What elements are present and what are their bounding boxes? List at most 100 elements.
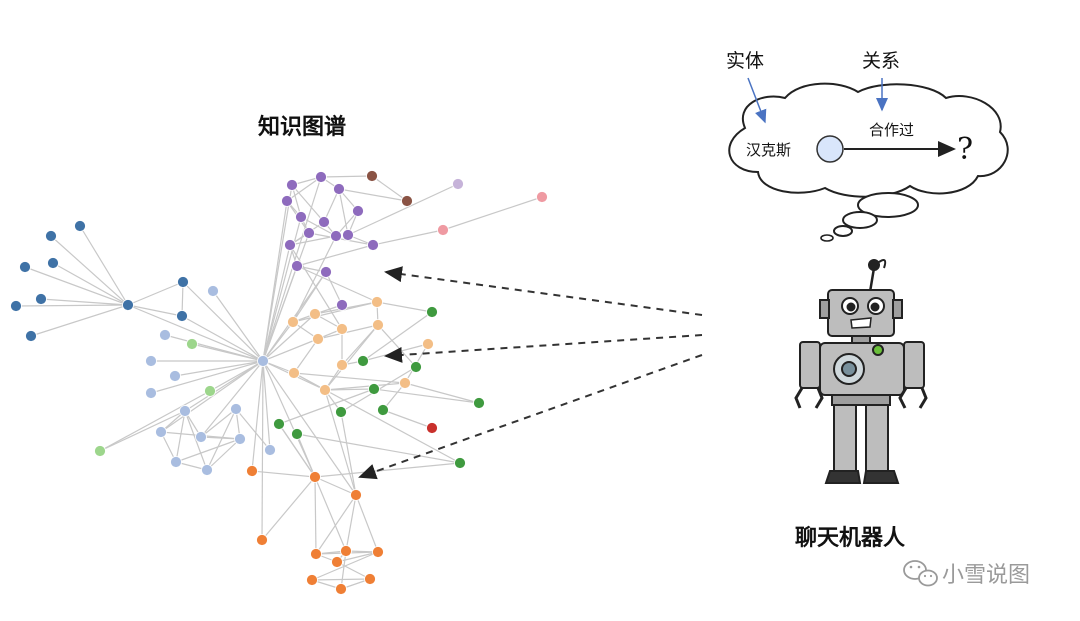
graph-edge (311, 578, 371, 581)
graph-edge (336, 551, 379, 563)
graph-edge (184, 410, 208, 471)
graph-node-lightblue (195, 431, 207, 443)
graph-node-orange (309, 471, 321, 483)
graph-edge (50, 235, 129, 306)
graph-edge (212, 290, 264, 362)
graph-edge (127, 304, 183, 317)
graph-node-peach (399, 377, 411, 389)
graph-node-orange (331, 556, 343, 568)
graph-node-purple (320, 266, 332, 278)
thought-cloud (728, 82, 1009, 198)
graph-edge (296, 244, 374, 267)
graph-edge (404, 382, 480, 404)
graph-node-pink (437, 224, 449, 236)
graph-edge (175, 438, 241, 463)
graph-edge (182, 281, 264, 362)
graph-node-blue (74, 220, 86, 232)
graph-node-orange (340, 545, 352, 557)
relation-label: 关系 (862, 50, 900, 72)
graph-node-lightblue (159, 329, 171, 341)
graph-edge (262, 200, 288, 362)
graph-edge (278, 388, 375, 425)
graph-edge (362, 311, 433, 362)
graph-node-green (426, 306, 438, 318)
graph-node-brown (366, 170, 378, 182)
thought-dot-small (833, 225, 853, 237)
graph-edge (338, 188, 349, 236)
graph-edge (336, 561, 371, 580)
graph-node-blue (25, 330, 37, 342)
graph-node-purple (286, 179, 298, 191)
graph-node-peach (319, 384, 331, 396)
thought-bubble: 实体 关系 汉克斯 合作过 ? (726, 50, 1009, 242)
graph-node-purple (303, 227, 315, 239)
graph-edge (262, 216, 302, 362)
graph-edges (15, 175, 543, 590)
graph-node-orange (246, 465, 258, 477)
graph-edge (251, 470, 316, 478)
graph-edge (314, 462, 461, 478)
graph-edge (296, 433, 461, 464)
graph-node-lightblue (169, 370, 181, 382)
graph-node-green (377, 404, 389, 416)
graph-edge (24, 266, 129, 306)
graph-node-lightblue (257, 355, 269, 367)
chatbot-title: 聊天机器人 (795, 526, 905, 551)
graph-edge (99, 390, 211, 452)
graph-edge (261, 360, 264, 541)
graph-title: 知识图谱 (258, 114, 346, 140)
graph-edge (376, 301, 433, 313)
watermark: 小雪说图 (903, 560, 1030, 588)
arrow-to-green-cluster (384, 334, 703, 363)
graph-node-peach (312, 333, 324, 345)
entity-pointer (747, 77, 767, 124)
graph-node-lightblue (201, 464, 213, 476)
graph-edge (261, 476, 316, 541)
graph-edge (209, 360, 264, 392)
graph-node-green (291, 428, 303, 440)
graph-node-purple (342, 229, 354, 241)
graph-edge (286, 176, 322, 202)
graph-edge (262, 338, 319, 362)
graph-nodes (10, 170, 548, 595)
graph-edge (382, 409, 433, 429)
graph-node-lightblue (145, 355, 157, 367)
unknown-object-mark: ? (957, 132, 973, 167)
graph-edge (262, 360, 271, 451)
graph-node-lightblue (234, 433, 246, 445)
graph-node-purple (336, 299, 348, 311)
graph-edge (262, 360, 316, 478)
graph-edge (293, 338, 319, 374)
graph-edge (262, 313, 316, 362)
graph-node-lavender (452, 178, 464, 190)
entity-node (816, 135, 844, 163)
relation-text: 合作过 (869, 121, 914, 139)
graph-node-blue (35, 293, 47, 305)
graph-node-lightblue (230, 403, 242, 415)
graph-node-purple (367, 239, 379, 251)
graph-node-purple (284, 239, 296, 251)
graph-edge (355, 494, 379, 553)
graph-edge (200, 408, 237, 438)
graph-node-blue (176, 310, 188, 322)
graph-edge (206, 408, 237, 471)
graph-edge (191, 343, 264, 362)
wechat-icon (903, 560, 938, 587)
graph-edge (200, 360, 264, 438)
robot-illustration (794, 259, 928, 484)
thought-dot-tiny (820, 234, 834, 242)
graph-edge (206, 438, 241, 471)
graph-edge (293, 372, 406, 384)
graph-edge (262, 321, 294, 362)
graph-node-blue (10, 300, 22, 312)
graph-node-peach (288, 367, 300, 379)
graph-node-orange (350, 489, 362, 501)
graph-edge (373, 388, 480, 404)
graph-node-green (273, 418, 285, 430)
graph-edge (30, 304, 129, 337)
robot-leg-left (833, 404, 857, 472)
graph-edge (323, 188, 340, 223)
graph-node-green (410, 361, 422, 373)
graph-node-peach (336, 359, 348, 371)
graph-edge (40, 298, 129, 306)
